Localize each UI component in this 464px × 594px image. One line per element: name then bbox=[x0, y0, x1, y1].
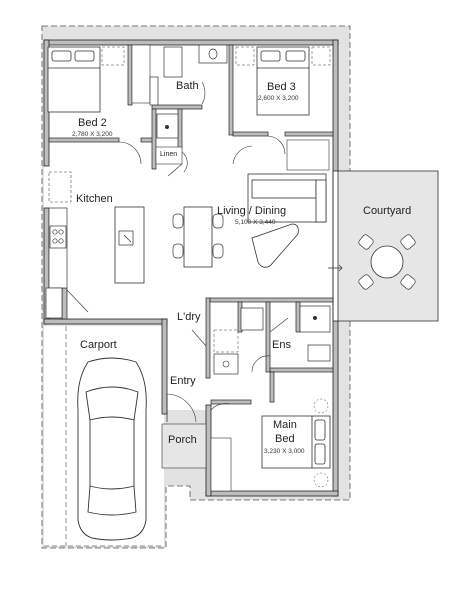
shower-drain bbox=[165, 125, 169, 129]
main-bed-bed bbox=[261, 415, 331, 469]
bed-2-label: Bed 2 bbox=[78, 117, 107, 129]
courtyard-chairs bbox=[358, 234, 416, 290]
kitchen-sink bbox=[118, 230, 134, 246]
sink-tap bbox=[123, 234, 132, 243]
main-bed-label-line2: Bed bbox=[275, 433, 295, 445]
laundry-sink bbox=[213, 353, 239, 375]
linen-label: Linen bbox=[160, 151, 178, 158]
entry-label: Entry bbox=[170, 375, 196, 387]
bath-door-swing bbox=[201, 81, 206, 105]
ens-door-swing bbox=[269, 317, 289, 333]
kitchen-window bbox=[48, 171, 72, 203]
fridge-space bbox=[45, 287, 63, 319]
courtyard-table bbox=[370, 245, 404, 279]
courtyard-label: Courtyard bbox=[363, 205, 412, 217]
hall-door-swing bbox=[232, 145, 253, 165]
bed-3-door-swing bbox=[267, 135, 286, 155]
bed-3-label: Bed 3 bbox=[267, 81, 296, 93]
kitchen-label: Kitchen bbox=[76, 193, 113, 205]
courtyard-arrow bbox=[328, 264, 343, 272]
bed-2-dims: 2,780 X 3,200 bbox=[72, 131, 113, 138]
ensuite-label: Ens bbox=[272, 339, 291, 351]
main-bed-lamp-bottom bbox=[313, 472, 329, 488]
bed-2-door-swing bbox=[118, 141, 142, 165]
bed-3-bed bbox=[256, 46, 310, 116]
bed-3-bedside-right bbox=[311, 46, 331, 66]
linen-door-swing bbox=[181, 151, 188, 173]
porch-label: Porch bbox=[168, 434, 197, 446]
laundry-sink-drain bbox=[222, 360, 230, 368]
living-dining-dims: 5,100 X 3,440 bbox=[235, 219, 276, 226]
laundry-label: L'dry bbox=[177, 311, 201, 323]
bed-2-robe bbox=[131, 44, 151, 104]
laundry-door-swing bbox=[191, 329, 207, 347]
bath-label: Bath bbox=[176, 80, 199, 92]
carport-label: Carport bbox=[80, 339, 117, 351]
linen-cupboard bbox=[155, 146, 183, 165]
dining-chairs bbox=[172, 213, 224, 259]
ens-entry-door-swing bbox=[251, 355, 271, 373]
bed-3-bedside-left bbox=[235, 46, 255, 66]
porch-slab bbox=[161, 423, 207, 469]
main-bed-dims: 3,230 X 3,000 bbox=[264, 448, 305, 455]
ens-shower-drain bbox=[313, 316, 317, 320]
car-icon bbox=[77, 357, 147, 541]
ens-vanity bbox=[307, 344, 331, 362]
living-dining-label: Living / Dining bbox=[217, 205, 287, 217]
linen-door-leaf bbox=[167, 163, 183, 177]
sofa bbox=[247, 173, 327, 223]
pantry-door-swing bbox=[66, 289, 89, 313]
bed-2-bed bbox=[47, 46, 101, 113]
laundry-tub bbox=[240, 307, 264, 331]
bed-3-dims: 2,600 X 3,200 bbox=[258, 95, 299, 102]
house-interior bbox=[44, 40, 338, 496]
main-bed-label-line1: Main bbox=[273, 419, 297, 431]
front-door-swing bbox=[166, 393, 197, 423]
bed-3-robe bbox=[286, 139, 330, 171]
bed-2-bedside bbox=[101, 46, 125, 66]
laundry-tub-dashed bbox=[213, 329, 239, 353]
coffee-table bbox=[251, 223, 299, 268]
main-bed-lamp-top bbox=[313, 398, 329, 414]
interior-walls bbox=[48, 44, 334, 405]
bath-fixtures bbox=[149, 44, 228, 106]
main-bed-robe bbox=[210, 437, 232, 492]
dining-table bbox=[183, 206, 213, 268]
cooktop bbox=[49, 225, 67, 249]
main-bed-door-swing bbox=[210, 403, 231, 411]
